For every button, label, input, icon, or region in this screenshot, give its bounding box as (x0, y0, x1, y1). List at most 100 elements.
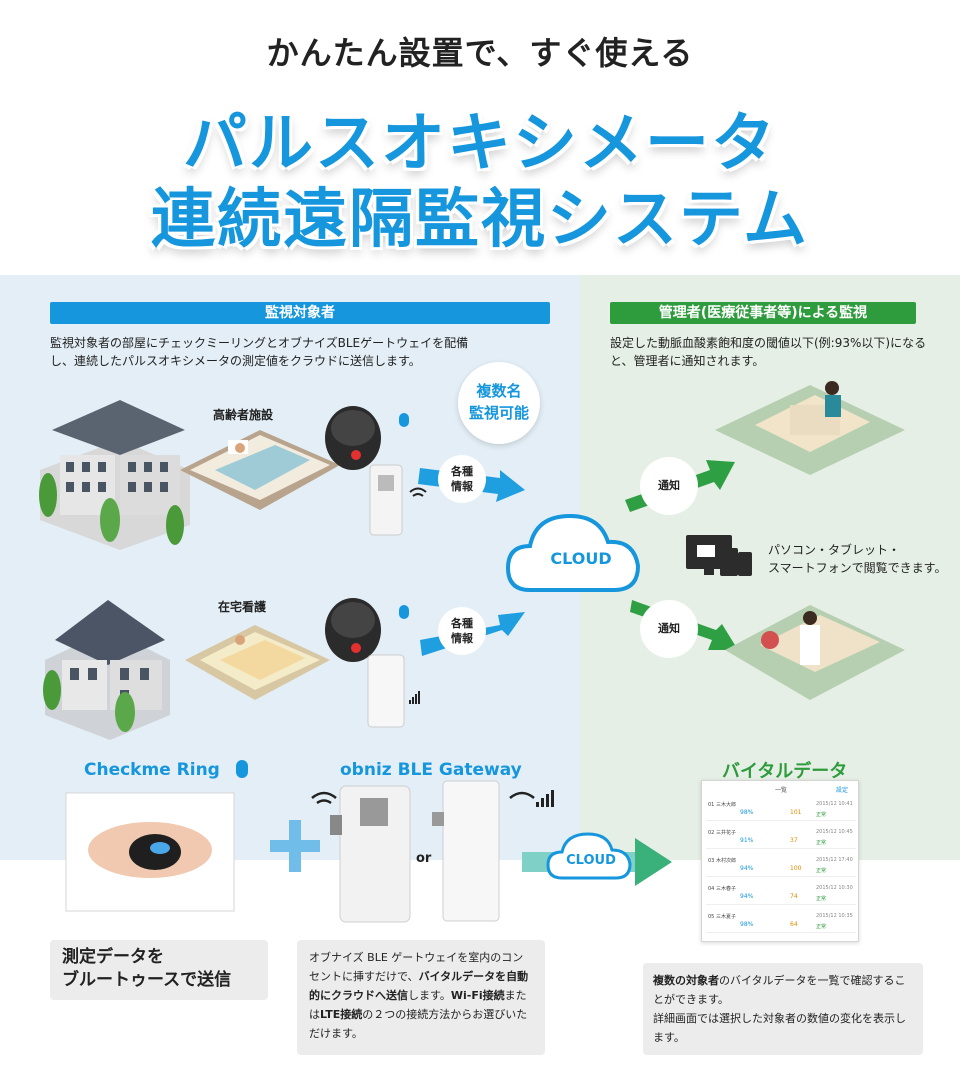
manager-panel (580, 275, 960, 860)
vital-callout-text-2: 詳細画面では選択した対象者の数値の変化を表示します。 (653, 1012, 906, 1044)
bluetooth-icon-3 (236, 760, 248, 778)
gateway-photo-lte (432, 780, 500, 922)
vital-row-spo2: 94% (740, 893, 754, 900)
vital-callout: 複数の対象者のバイタルデータを一覧で確認することができます。詳細画面では選択した… (643, 963, 923, 1055)
vital-row-pulse: 101 (790, 809, 802, 816)
bluetooth-icon (399, 413, 409, 427)
vital-row-spo2: 98% (740, 921, 754, 928)
gateway-callout-text-4: の２つの接続方法からお選びいただけます。 (309, 1008, 528, 1040)
vital-row-status: 正常 (816, 840, 827, 846)
title-line-1: パルスオキシメータ (183, 107, 777, 181)
vital-row-time: 2015/12 10:41 (816, 801, 853, 807)
gateway-callout-text-3: または (309, 989, 527, 1021)
manager-description: 設定した動脈血酸素飽和度の閾値以下(例:93%以下)になると、管理者に通知されま… (610, 336, 927, 368)
wifi-icon-2 (311, 791, 337, 805)
vital-callout-text-1: のバイタルデータを一覧で確認することができます。 (653, 974, 906, 1006)
vital-row-time: 2015/12 17:40 (816, 857, 853, 863)
vital-row-status: 正常 (816, 868, 827, 874)
manager-band: 管理者(医療従事者等)による監視 (610, 302, 916, 324)
info-arrow-1 (418, 455, 525, 503)
notify-badge-1: 通知 (640, 457, 698, 515)
gateway-callout-bold-3: LTE接続 (320, 1008, 363, 1021)
info-label-2: 各種 情報 (444, 616, 480, 646)
gateway-label: obniz BLE Gateway (340, 760, 522, 780)
multi-badge-line-1: 複数名 (476, 382, 522, 400)
ring-callout-line-2: ブルートゥースで送信 (62, 970, 232, 990)
wifi-signal-icon (509, 790, 554, 807)
plus-icon (270, 820, 320, 872)
multi-monitor-badge: 複数名 監視可能 (458, 362, 540, 444)
vital-row-status: 正常 (816, 896, 827, 902)
gateway-callout: オブナイズ BLE ゲートウェイを室内のコンセントに挿すだけで、バイタルデータを… (297, 940, 545, 1055)
gateway-device-1 (369, 464, 403, 536)
vital-data-label: バイタルデータ (722, 761, 848, 782)
vital-row: 04 三木春子 94% 74 2015/12 10:30 正常 (706, 883, 856, 905)
cloud-label: CLOUD (550, 549, 612, 568)
vital-row: 03 木村次郎 94% 100 2015/12 17:40 正常 (706, 855, 856, 877)
info-label-2-line-1: 各種 (451, 617, 473, 630)
tagline: かんたん設置で、すぐ使える (266, 34, 694, 72)
doctor-office-illustration (725, 605, 905, 700)
vital-row-time: 2015/12 10:45 (816, 829, 853, 835)
checkme-ring-device-1 (325, 406, 381, 470)
vital-row-name: 04 三木春子 (708, 886, 736, 892)
title-line-2: 連続遠隔監視システム (150, 183, 810, 257)
vital-row-time: 2015/12 10:35 (816, 913, 853, 919)
info-label-2-line-2: 情報 (451, 632, 473, 645)
facility-building-illustration (39, 400, 190, 550)
vital-row-name: 02 三井花子 (708, 830, 736, 836)
vital-row-spo2: 98% (740, 809, 754, 816)
gateway-callout-text-1: オブナイズ BLE ゲートウェイを室内のコンセントに挿すだけで、 (309, 951, 524, 983)
checkme-ring-label: Checkme Ring (84, 760, 220, 780)
bluetooth-icon-2 (399, 605, 409, 619)
gateway-callout-text-2: します。 (408, 989, 451, 1002)
ring-photo (65, 792, 235, 912)
home-room-illustration (185, 625, 330, 700)
checkme-ring-device-2 (325, 598, 381, 662)
vital-row: 05 三木夏子 98% 64 2015/12 10:35 正常 (706, 911, 856, 933)
multi-badge-line-2: 監視可能 (468, 404, 529, 422)
cloud-arrow-icon (522, 832, 672, 886)
vital-callout-bold: 複数の対象者 (653, 974, 719, 987)
devices-text: パソコン・タブレット・ スマートフォンで閲覧できます。 (768, 541, 946, 577)
vital-row-pulse: 100 (790, 865, 802, 872)
vital-row-name: 05 三木夏子 (708, 914, 736, 920)
vital-data-screen: 一覧 設定 01 三木大郎 98% 101 2015/12 10:41 正常 0… (701, 780, 859, 942)
vital-row: 01 三木大郎 98% 101 2015/12 10:41 正常 (706, 799, 856, 821)
vital-row-status: 正常 (816, 812, 827, 818)
gateway-device-2 (367, 654, 405, 728)
info-label-1-line-1: 各種 (451, 465, 473, 478)
vital-row-name: 03 木村次郎 (708, 858, 736, 864)
vital-row-status: 正常 (816, 924, 827, 930)
notify-badge-2: 通知 (640, 600, 698, 658)
bottom-cloud-label: CLOUD (566, 853, 616, 868)
signal-icon (409, 691, 420, 704)
or-text: or (416, 851, 432, 866)
ring-callout: 測定データを ブルートゥースで送信 (50, 940, 268, 1000)
vital-screen-settings-link: 設定 (836, 787, 849, 794)
gateway-callout-bold-1: バイタルデータを自動的にクラウドへ送信 (309, 970, 529, 1002)
facility-label: 高齢者施設 (213, 408, 274, 422)
pc-tablet-phone-icon (686, 535, 752, 576)
home-label: 在宅看護 (218, 600, 267, 614)
vital-row-pulse: 74 (790, 893, 798, 900)
facility-room-illustration (180, 430, 340, 510)
ring-callout-line-1: 測定データを (62, 947, 164, 967)
vital-row-spo2: 94% (740, 865, 754, 872)
vital-row: 02 三井花子 91% 37 2015/12 10:45 正常 (706, 827, 856, 849)
reception-illustration (715, 381, 905, 475)
vital-row-pulse: 64 (790, 921, 798, 928)
gateway-photo-wifi (330, 785, 411, 923)
info-label-1: 各種 情報 (444, 464, 480, 494)
vital-row-pulse: 37 (790, 837, 798, 844)
vital-row-time: 2015/12 10:30 (816, 885, 853, 891)
devices-text-line-1: パソコン・タブレット・ (768, 543, 901, 557)
vital-row-name: 01 三木大郎 (708, 802, 736, 808)
monitored-band: 監視対象者 (50, 302, 550, 324)
devices-text-line-2: スマートフォンで閲覧できます。 (768, 561, 947, 575)
info-label-1-line-2: 情報 (451, 480, 473, 493)
home-building-illustration (43, 600, 170, 740)
vital-row-spo2: 91% (740, 837, 754, 844)
wifi-icon (409, 487, 427, 497)
